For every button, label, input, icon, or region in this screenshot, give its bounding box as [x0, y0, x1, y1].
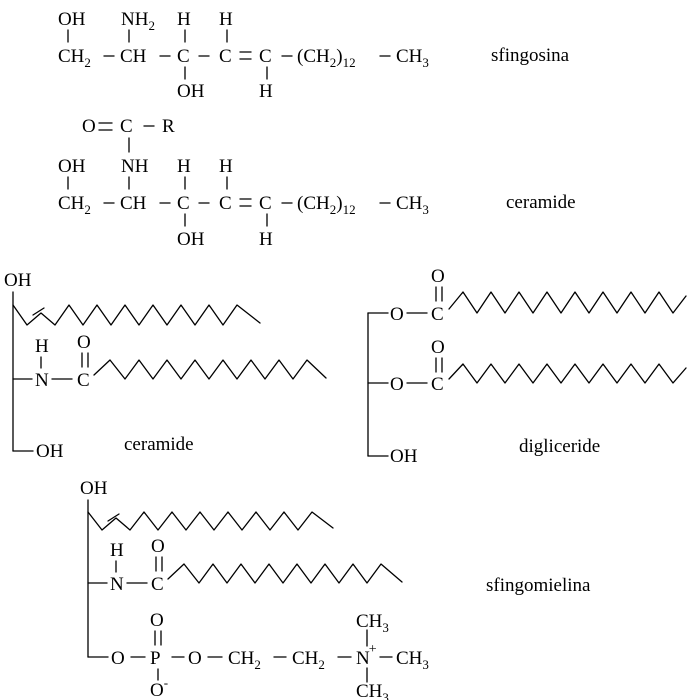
- sm-n-plus: N+: [356, 642, 377, 669]
- sm-o-link2: O: [188, 648, 202, 669]
- cer-ch: CH: [120, 193, 147, 214]
- label-ceramide-bottom: ceramide: [124, 434, 194, 455]
- sm-o: O: [151, 536, 165, 557]
- sm-ch3-bottom: CH3: [356, 681, 389, 700]
- cer-top-h2: H: [219, 156, 233, 177]
- cer-chain: (CH2)12: [297, 193, 356, 217]
- dg-oh-bottom: OH: [390, 446, 418, 467]
- cer-bottom-h: H: [259, 229, 273, 250]
- sph-bottom-h: H: [259, 81, 273, 102]
- cerSk-oh-top: OH: [4, 270, 32, 291]
- dg-chain1: [448, 291, 687, 314]
- sph-top-h2: H: [219, 9, 233, 30]
- sm-double-bond: [107, 513, 120, 522]
- cerSk-c: C: [77, 370, 90, 391]
- dg-o2-carbonyl: O: [431, 337, 445, 358]
- label-digliceride: digliceride: [519, 436, 600, 457]
- sph-top-h1: H: [177, 9, 191, 30]
- sph-bottom-oh: OH: [177, 81, 205, 102]
- sm-p: P: [150, 648, 161, 669]
- sm-p-o-double: O: [150, 610, 164, 631]
- cer-ch3: CH3: [396, 193, 429, 217]
- label-sfingosina: sfingosina: [491, 45, 570, 66]
- cerSk-o: O: [77, 332, 91, 353]
- sm-ch2-a: CH2: [228, 648, 261, 672]
- cer-top-oh: OH: [58, 156, 86, 177]
- sm-ch3-right: CH3: [396, 648, 429, 672]
- sm-ch2-b: CH2: [292, 648, 325, 672]
- cer-c1: C: [177, 193, 190, 214]
- cerSk-sphingoid-chain: [12, 304, 261, 326]
- sm-n: N: [110, 574, 124, 595]
- sm-ch3-top: CH3: [356, 611, 389, 635]
- sph-ch3: CH3: [396, 46, 429, 70]
- sph-chain: (CH2)12: [297, 46, 356, 70]
- cerSk-h: H: [35, 336, 49, 357]
- sph-top-oh: OH: [58, 9, 86, 30]
- sm-c: C: [151, 574, 164, 595]
- dg-c1: C: [431, 304, 444, 325]
- dg-o1-carbonyl: O: [431, 266, 445, 287]
- cer-top-nh: NH: [121, 156, 149, 177]
- sph-ch2: CH2: [58, 46, 91, 70]
- cer-acyl-o: O: [82, 116, 96, 137]
- sm-h: H: [110, 540, 124, 561]
- cerSk-n: N: [35, 370, 49, 391]
- ceramide-skeletal: OH H N O C OH ceramide: [4, 270, 327, 462]
- dg-chain2: [448, 363, 687, 384]
- cer-top-h1: H: [177, 156, 191, 177]
- cer-acyl-c: C: [120, 116, 133, 137]
- sm-oh-top: OH: [80, 478, 108, 499]
- sm-o-minus: O-: [150, 675, 168, 700]
- dg-o1: O: [390, 304, 404, 325]
- dg-o2: O: [390, 374, 404, 395]
- sph-top-nh2: NH2: [121, 9, 155, 33]
- sm-o-link1: O: [111, 648, 125, 669]
- cerSk-acyl-chain: [93, 359, 327, 380]
- dg-c2: C: [431, 374, 444, 395]
- cer-acyl-r: R: [162, 116, 175, 137]
- cerSk-double-bond: [32, 307, 45, 316]
- sm-sphingoid-chain: [87, 511, 334, 531]
- sm-acyl-chain: [167, 563, 403, 584]
- cer-c3: C: [259, 193, 272, 214]
- label-ceramide-top: ceramide: [506, 192, 576, 213]
- label-sfingomielina: sfingomielina: [486, 575, 591, 596]
- cer-c2: C: [219, 193, 232, 214]
- ceramide-formula: O C R OH NH H H CH2 CH C C C (CH2)12 CH3…: [58, 116, 576, 250]
- cer-bottom-oh: OH: [177, 229, 205, 250]
- sph-c2: C: [219, 46, 232, 67]
- sphingomyelin-skeletal: OH H N O C O O P O- O CH2 CH2 N+ CH3 CH3: [80, 478, 591, 700]
- sph-ch: CH: [120, 46, 147, 67]
- diglyceride-skeletal: O O C O O C OH digliceride: [367, 266, 687, 467]
- sph-c3: C: [259, 46, 272, 67]
- cer-ch2: CH2: [58, 193, 91, 217]
- cerSk-oh-bottom: OH: [36, 441, 64, 462]
- sphingosine-formula: OH NH2 H H CH2 CH C C C (CH2)12 CH3 OH H…: [58, 9, 570, 102]
- sph-c1: C: [177, 46, 190, 67]
